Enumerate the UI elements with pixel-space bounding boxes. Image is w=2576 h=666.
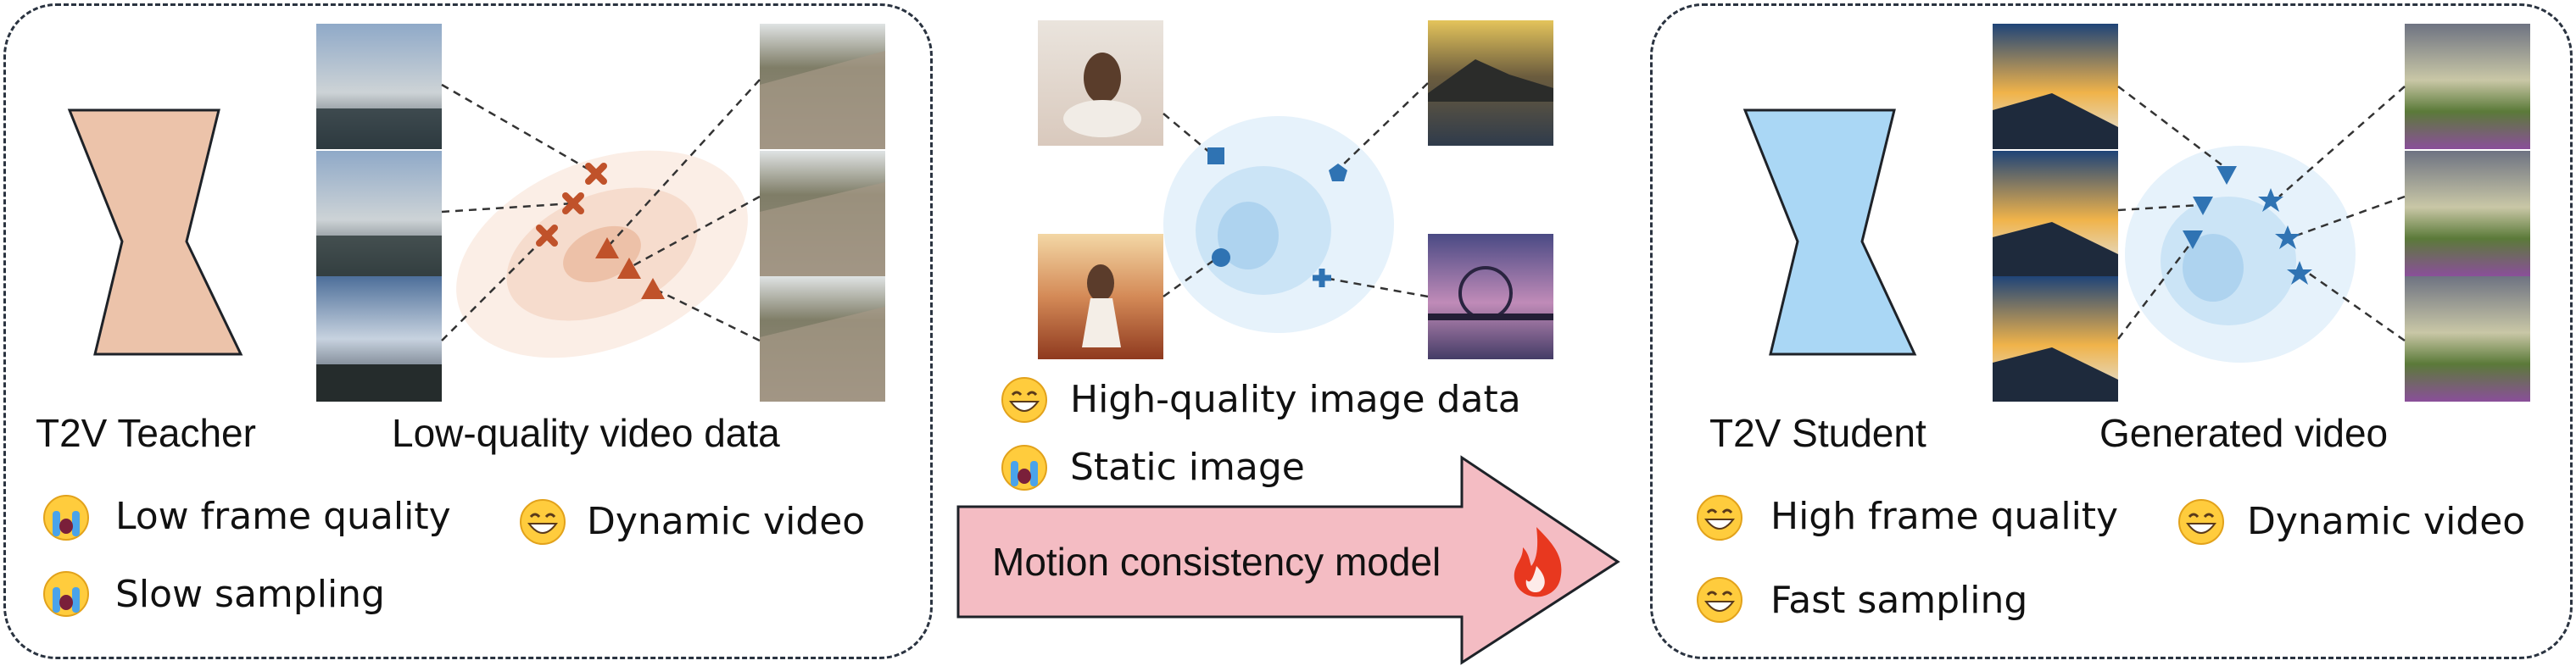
student-distribution [2125,146,2356,363]
teacher-trait-text: Low frame quality [115,495,451,538]
cross-marker [562,192,584,214]
video-thumbnail [316,151,442,276]
plus-marker [1313,269,1331,287]
image-thumbnail [1428,20,1553,146]
triangle-marker [2193,197,2213,215]
video-thumbnail [316,276,442,402]
image-connectors [1163,82,1429,298]
video-thumbnail [760,24,885,149]
student-trait-text: Fast sampling [1770,579,2028,622]
student-trait-text: High frame quality [1770,495,2119,538]
student-model-shape [1742,108,1917,356]
triangle-marker [595,237,619,258]
crying-face-icon [43,571,89,617]
grinning-face-icon [2178,499,2224,545]
circle-marker [1212,248,1230,267]
video-thumbnail [2405,24,2530,149]
crying-face-icon [1001,445,1047,491]
image-trait-text: Static image [1070,446,1305,489]
teacher-data-label: Low-quality video data [392,411,780,455]
cross-marker [585,163,607,185]
student-connectors [2117,86,2406,342]
square-marker [1207,147,1224,164]
video-thumbnail [316,24,442,149]
grinning-face-icon [520,499,566,545]
triangle-marker [2183,230,2203,249]
image-thumbnail [1428,234,1553,359]
video-thumbnail [2405,151,2530,276]
image-trait-text: High-quality image data [1070,378,1521,421]
star-marker [2275,225,2300,249]
teacher-model-label: T2V Teacher [36,411,256,455]
teacher-trait-text: Dynamic video [587,500,866,543]
triangle-marker [2216,166,2237,185]
image-thumbnail [1038,234,1163,359]
video-thumbnail [760,151,885,276]
student-data-label: Generated video [2099,411,2389,455]
student-model-label: T2V Student [1709,411,1926,455]
motion-consistency-arrow [956,455,1620,665]
crying-face-icon [43,495,89,541]
video-thumbnail [760,276,885,402]
image-distribution [1163,116,1394,333]
triangle-marker [617,258,641,279]
teacher-model-shape [67,108,243,356]
teacher-connectors [441,79,761,342]
star-marker [2258,188,2283,212]
grinning-face-icon [1697,495,1742,541]
video-thumbnail [1993,151,2118,276]
fire-icon [1514,527,1562,597]
video-thumbnail [1993,24,2118,149]
grinning-face-icon [1001,377,1047,423]
video-thumbnail [1993,276,2118,402]
teacher-trait-text: Slow sampling [115,573,385,616]
student-trait-text: Dynamic video [2247,500,2526,543]
teacher-panel [3,3,933,659]
star-marker [2287,261,2312,285]
grinning-face-icon [1697,577,1742,623]
image-thumbnail [1038,20,1163,146]
video-thumbnail [2405,276,2530,402]
pentagon-marker [1329,164,1347,181]
triangle-marker [641,278,665,299]
student-panel [1650,3,2573,659]
cross-marker [536,225,558,247]
arrow-label: Motion consistency model [992,540,1441,584]
